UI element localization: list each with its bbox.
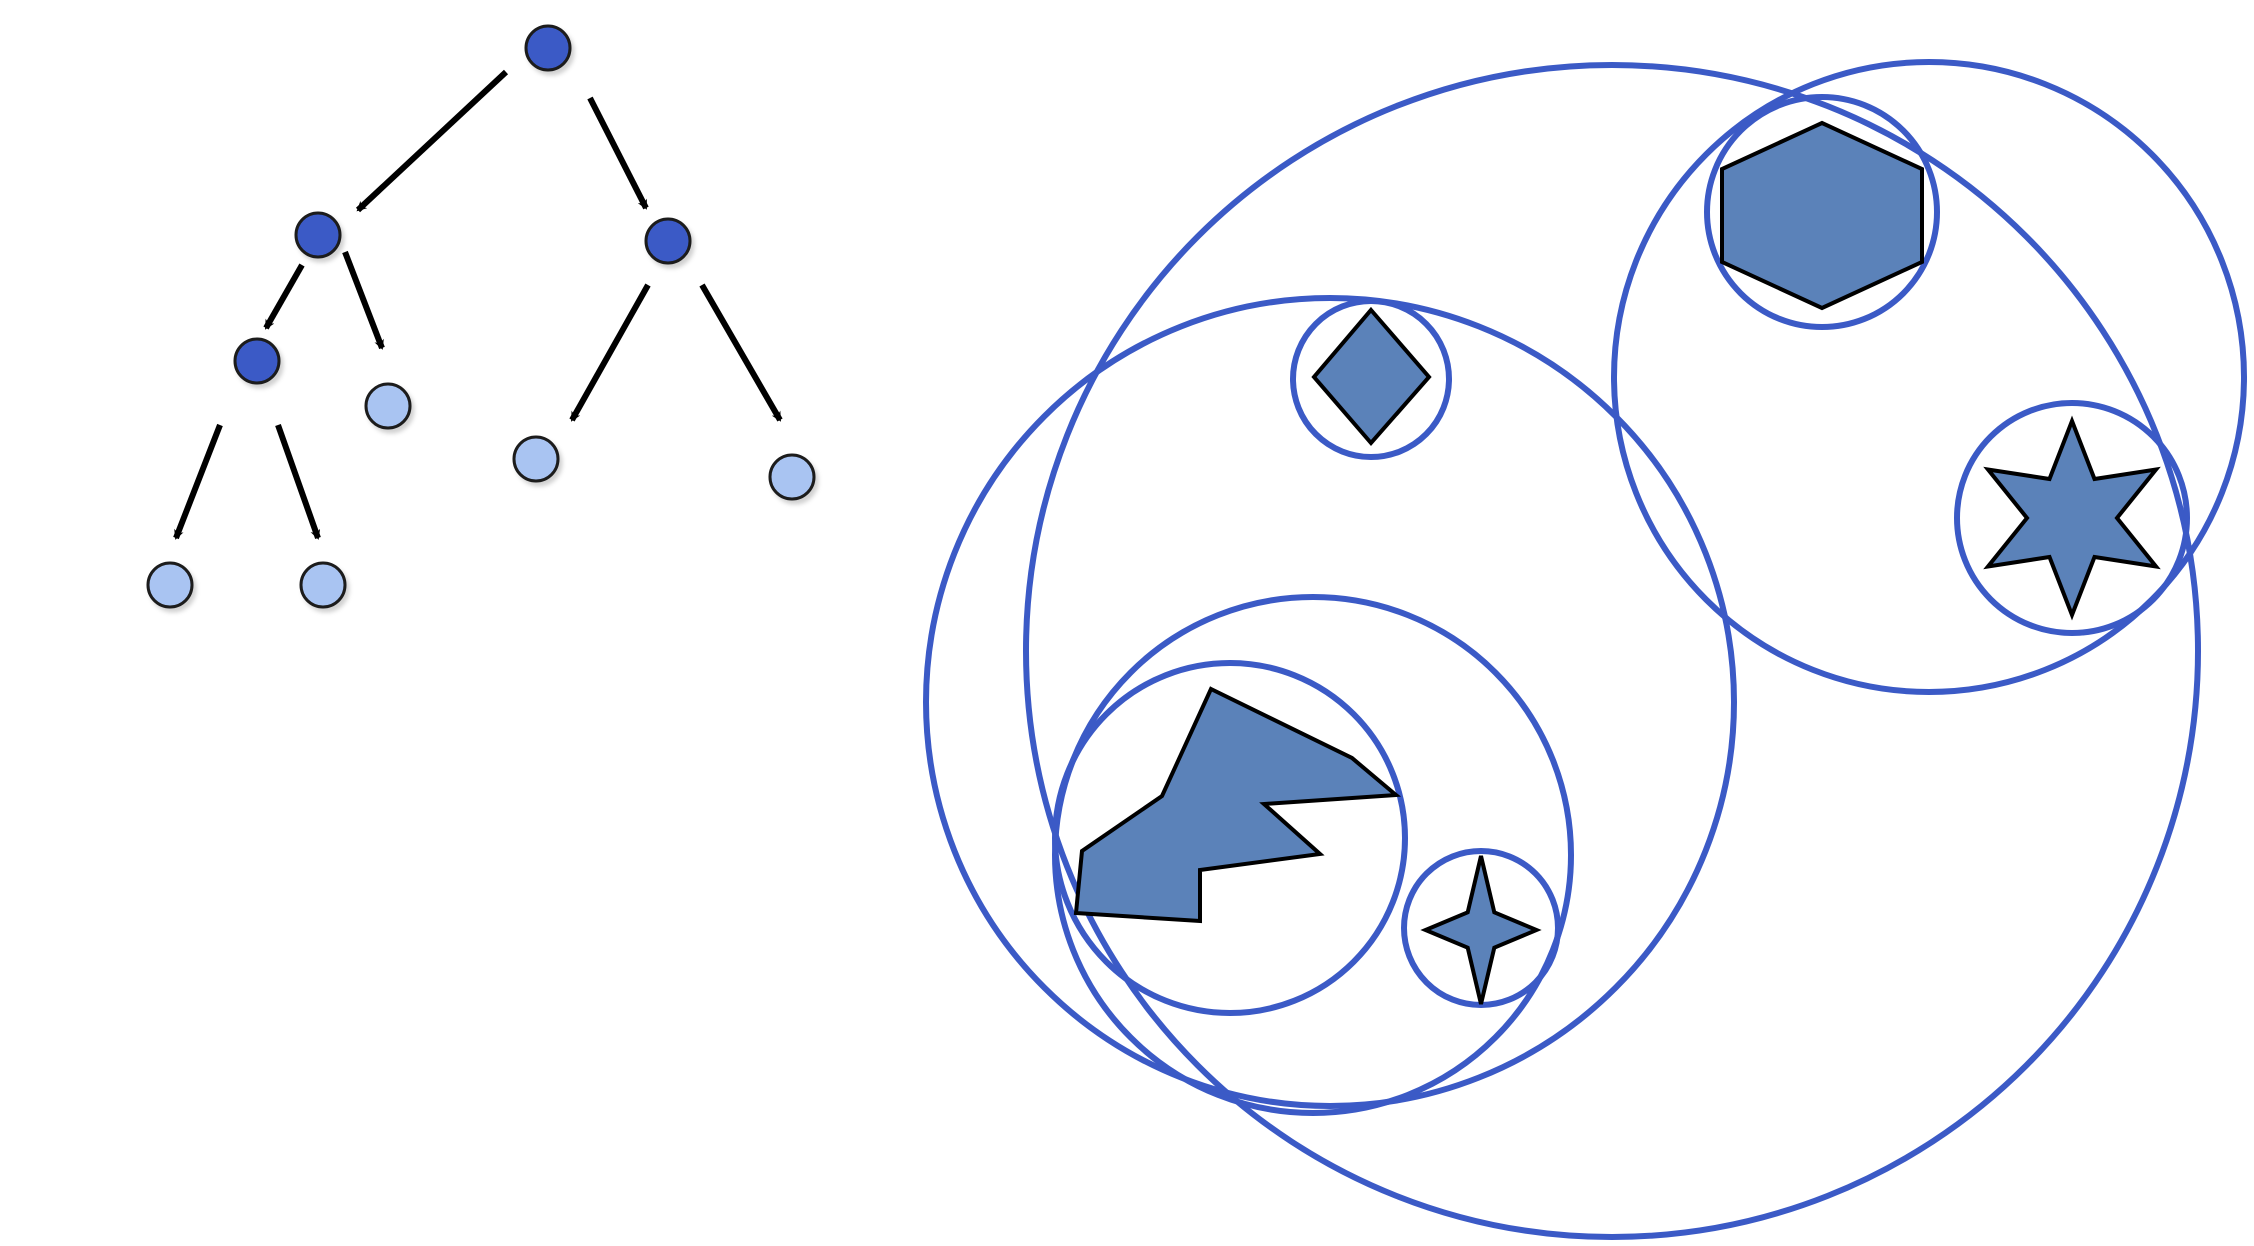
bounding-circle-polygon-bound — [1052, 660, 1408, 1016]
bounding-circle-hexagon-bound — [1704, 94, 1940, 330]
tree-leaf-node-right-right — [768, 453, 816, 501]
shape-star4 — [1420, 855, 1542, 1005]
tree-internal-node-left-left — [233, 337, 281, 385]
tree-edge-arrow — [275, 423, 321, 540]
tree-internal-node-root — [524, 24, 572, 72]
bounding-circle-left-bound — [923, 295, 1737, 1109]
bounding-circle-right-bound — [1611, 59, 2247, 695]
bounding-circle-star6-bound — [1954, 400, 2190, 636]
tree-edge-arrow — [569, 283, 651, 422]
tree-leaf-node-left-left-right — [299, 561, 347, 609]
tree-leaf-node-right-left — [512, 435, 560, 483]
tree-diagram — [146, 24, 816, 609]
tree-edge-arrow — [699, 283, 783, 422]
tree-internal-node-left — [294, 211, 342, 259]
spatial-hierarchy-diagram — [923, 59, 2247, 1240]
tree-edge-arrow — [173, 423, 223, 540]
tree-edge-arrow — [263, 263, 305, 330]
tree-internal-node-right — [644, 217, 692, 265]
tree-edge-arrow — [342, 250, 385, 350]
tree-leaf-node-left-left-left — [146, 561, 194, 609]
shape-star6 — [1983, 415, 2161, 621]
shape-hexagon — [1720, 120, 1924, 311]
tree-edge-arrow — [587, 96, 649, 210]
shape-diamond — [1311, 306, 1432, 447]
shape-polygon — [1073, 686, 1402, 924]
bounding-circle-root-bound — [1023, 62, 2201, 1240]
tree-leaf-node-left-right — [364, 382, 412, 430]
bounding-circle-diamond-bound — [1290, 298, 1452, 460]
bounding-circle-star4-bound — [1401, 848, 1561, 1008]
tree-edge-arrow — [355, 69, 509, 213]
